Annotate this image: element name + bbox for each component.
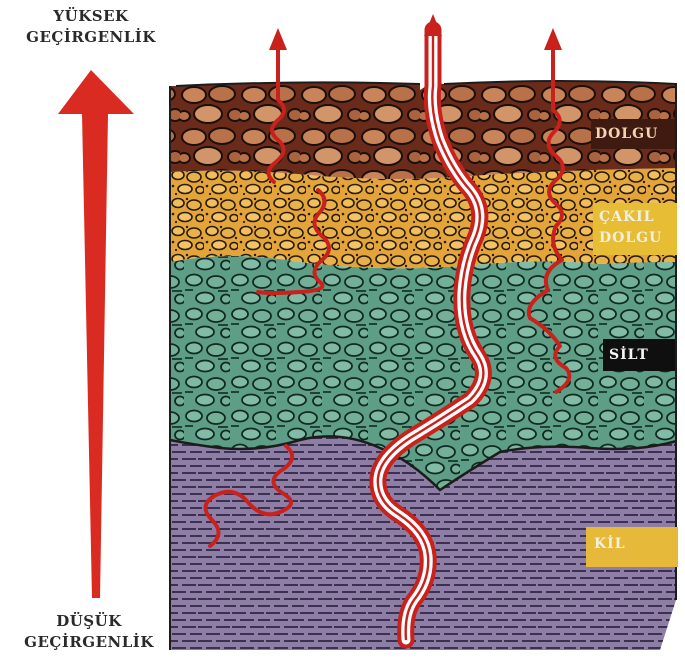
high-permeability-label: YÜKSEK GEÇİRGENLİK [16,6,166,48]
flow-arrow-left [269,28,287,50]
high-permeability-term: GEÇİRGENLİK [16,27,166,48]
low-permeability-term: GEÇİRGENLİK [14,632,164,653]
cakil-label-line-1: ÇAKIL [599,207,677,228]
high-permeability-word: YÜKSEK [16,6,166,27]
silt-label: SİLT [603,339,675,371]
cakil-dolgu-label: ÇAKIL DOLGU [593,203,677,255]
dolgu-label: DOLGU [591,119,675,149]
kil-label-text: KİL [594,536,626,552]
low-permeability-word: DÜŞÜK [14,611,164,632]
flow-arrow-right [544,28,562,50]
kil-label: KİL [586,527,678,567]
permeability-arrow [58,70,134,598]
surface-arrows [269,14,562,50]
dolgu-label-text: DOLGU [595,126,658,142]
low-permeability-label: DÜŞÜK GEÇİRGENLİK [14,611,164,653]
cakil-label-line-2: DOLGU [599,228,677,249]
silt-label-text: SİLT [609,347,649,363]
